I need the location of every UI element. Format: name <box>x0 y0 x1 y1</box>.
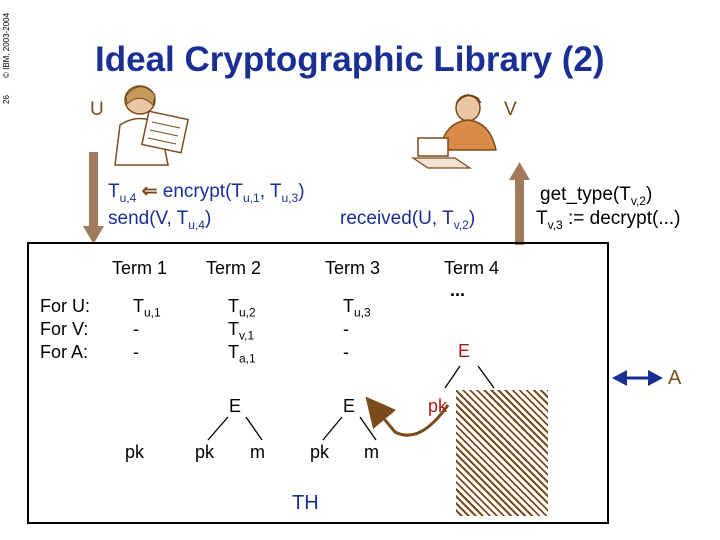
th-box <box>27 242 609 524</box>
term4-ellipsis: ... <box>450 280 466 300</box>
person-u-icon <box>114 85 189 166</box>
term3-tree-leaf-pk: pk <box>310 442 330 462</box>
person-v-icon <box>411 94 497 169</box>
term2-v-handle: Tv,1 <box>228 319 255 343</box>
op-encrypt: Tu,4 ⇐ encrypt(Tu,1, Tu,3) <box>108 181 305 205</box>
hidden-message-hatch <box>456 390 548 516</box>
term2-tree-leaf-pk: pk <box>195 442 215 462</box>
term2-tree-root: E <box>229 396 242 416</box>
term3-a-handle: - <box>343 342 349 362</box>
u-channel-arrow <box>83 152 104 244</box>
term4-pk: pk <box>428 396 448 416</box>
a-channel-arrow <box>612 370 663 386</box>
v-channel-arrow <box>509 162 530 245</box>
party-v-label: V <box>504 99 517 120</box>
term4-tree-right-edge <box>477 365 495 389</box>
term2-tree-left-edge <box>207 416 229 441</box>
header-term2: Term 2 <box>206 258 262 278</box>
term4-root-e: E <box>458 341 471 361</box>
term4-tree-left-edge <box>444 365 461 389</box>
term1-a-handle: - <box>133 342 139 362</box>
term3-tree-left-edge <box>322 416 343 441</box>
term3-tree-root: E <box>343 396 356 416</box>
th-label: TH <box>292 492 319 514</box>
term3-tree-leaf-m: m <box>364 442 379 462</box>
op-get-type: get_type(Tv,2) <box>540 184 653 208</box>
term3-tree-right-edge <box>359 416 377 441</box>
header-term4: Term 4 <box>444 258 500 278</box>
term1-v-handle: - <box>133 319 139 339</box>
term1-u-handle: Tu,1 <box>133 296 161 320</box>
term3-u-handle: Tu,3 <box>343 296 371 320</box>
term2-u-handle: Tu,2 <box>228 296 256 320</box>
row-label-a: For A: <box>40 342 89 362</box>
term2-tree-leaf-m: m <box>250 442 265 462</box>
pk-link-arrow <box>365 396 450 437</box>
header-term1: Term 1 <box>112 258 168 278</box>
op-decrypt: Tv,3 := decrypt(...) <box>536 208 681 232</box>
party-u-label: U <box>90 99 104 120</box>
term2-tree-right-edge <box>245 416 263 441</box>
page-title: Ideal Cryptographic Library (2) <box>95 40 605 79</box>
op-received: received(U, Tv,2) <box>340 208 476 232</box>
header-term3: Term 3 <box>325 258 381 278</box>
term1-leaf-pk: pk <box>125 442 145 462</box>
row-label-v: For V: <box>40 319 89 339</box>
row-label-u: For U: <box>40 296 91 316</box>
op-send: send(V, Tu,4) <box>108 208 212 232</box>
term3-v-handle: - <box>343 319 349 339</box>
left-arrow-icon: ⇐ <box>141 181 158 202</box>
term2-a-handle: Ta,1 <box>228 342 256 366</box>
party-a-label: A <box>668 367 682 389</box>
